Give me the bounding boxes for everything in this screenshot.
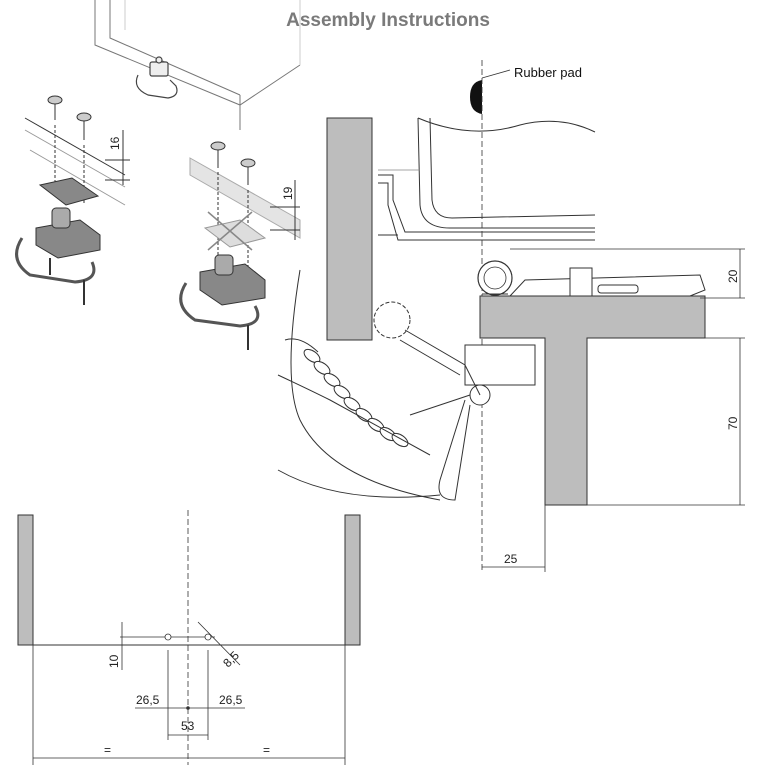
dim-19: 19 [281, 186, 295, 200]
cabinet-handle [135, 56, 178, 99]
shelf-section [479, 295, 706, 506]
exploded-fitting-right [179, 141, 301, 350]
rubber-pad [470, 80, 482, 114]
exploded-fitting-left [15, 95, 130, 305]
right-panel [344, 514, 361, 646]
left-panel [17, 514, 34, 646]
side-wall [326, 117, 373, 341]
plan-view [17, 510, 361, 765]
dim-10: 10 [107, 654, 121, 668]
rubber-pad-label: Rubber pad [514, 65, 582, 80]
cabinet-sketch [94, 0, 301, 130]
section-drawing [277, 60, 745, 572]
dim-equal-left: = [104, 743, 111, 757]
dim-26-5-right: 26,5 [219, 693, 243, 707]
dim-25: 25 [504, 552, 518, 566]
dim-70: 70 [726, 416, 740, 430]
dim-16: 16 [108, 136, 122, 150]
dim-equal-right: = [263, 743, 270, 757]
dim-26-5-left: 26,5 [136, 693, 160, 707]
page-title: Assembly Instructions [286, 10, 490, 31]
dim-20: 20 [726, 269, 740, 283]
dim-8-5: 8,5 [220, 648, 242, 670]
dim-53: 53 [181, 719, 195, 733]
